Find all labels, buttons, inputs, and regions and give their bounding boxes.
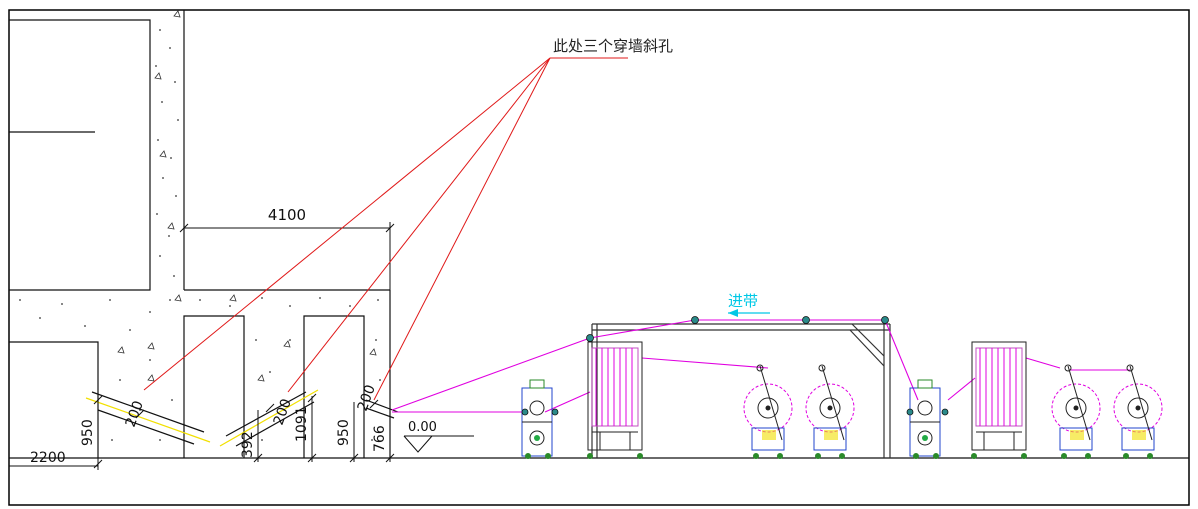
dim-2200: 2200 (30, 450, 66, 466)
dimension-lines (9, 222, 395, 470)
dim-200-a: 200 (123, 399, 147, 430)
inclined-holes (85, 389, 399, 447)
machine-feet (525, 453, 1153, 459)
feed-label: 进带 (728, 292, 758, 310)
dim-4100: 4100 (268, 206, 306, 224)
annotation-text: 此处三个穿墙斜孔 (553, 37, 673, 55)
elevation-label: 0.00 (408, 420, 437, 435)
edge-guide-2 (909, 379, 941, 457)
dim-766: 766 (372, 425, 388, 452)
guide-rollers (521, 316, 949, 416)
dim-950-a: 950 (80, 419, 96, 446)
dim-1091: 1091 (294, 406, 310, 442)
feed-arrow (728, 309, 770, 317)
dim-950-b: 950 (336, 419, 352, 446)
concrete-hatch-triangles (117, 10, 377, 382)
accumulator-2 (971, 341, 1027, 451)
unwinder-4 (1113, 364, 1163, 451)
drawing-frame (8, 9, 1190, 506)
edge-guide-1 (521, 379, 553, 457)
elevation-mark (403, 435, 474, 453)
accumulator-1 (587, 341, 643, 451)
overhead-frame (591, 323, 891, 458)
annotation-leaders (143, 57, 628, 401)
concrete-hatch (19, 29, 381, 441)
unwinder-2 (805, 364, 855, 451)
dim-392: 392 (240, 431, 256, 458)
concrete-wall (9, 10, 391, 458)
web-path (391, 319, 1130, 413)
unwinder-1 (743, 364, 793, 451)
dim-200-b: 200 (271, 397, 295, 428)
unwinder-3 (1051, 364, 1101, 451)
